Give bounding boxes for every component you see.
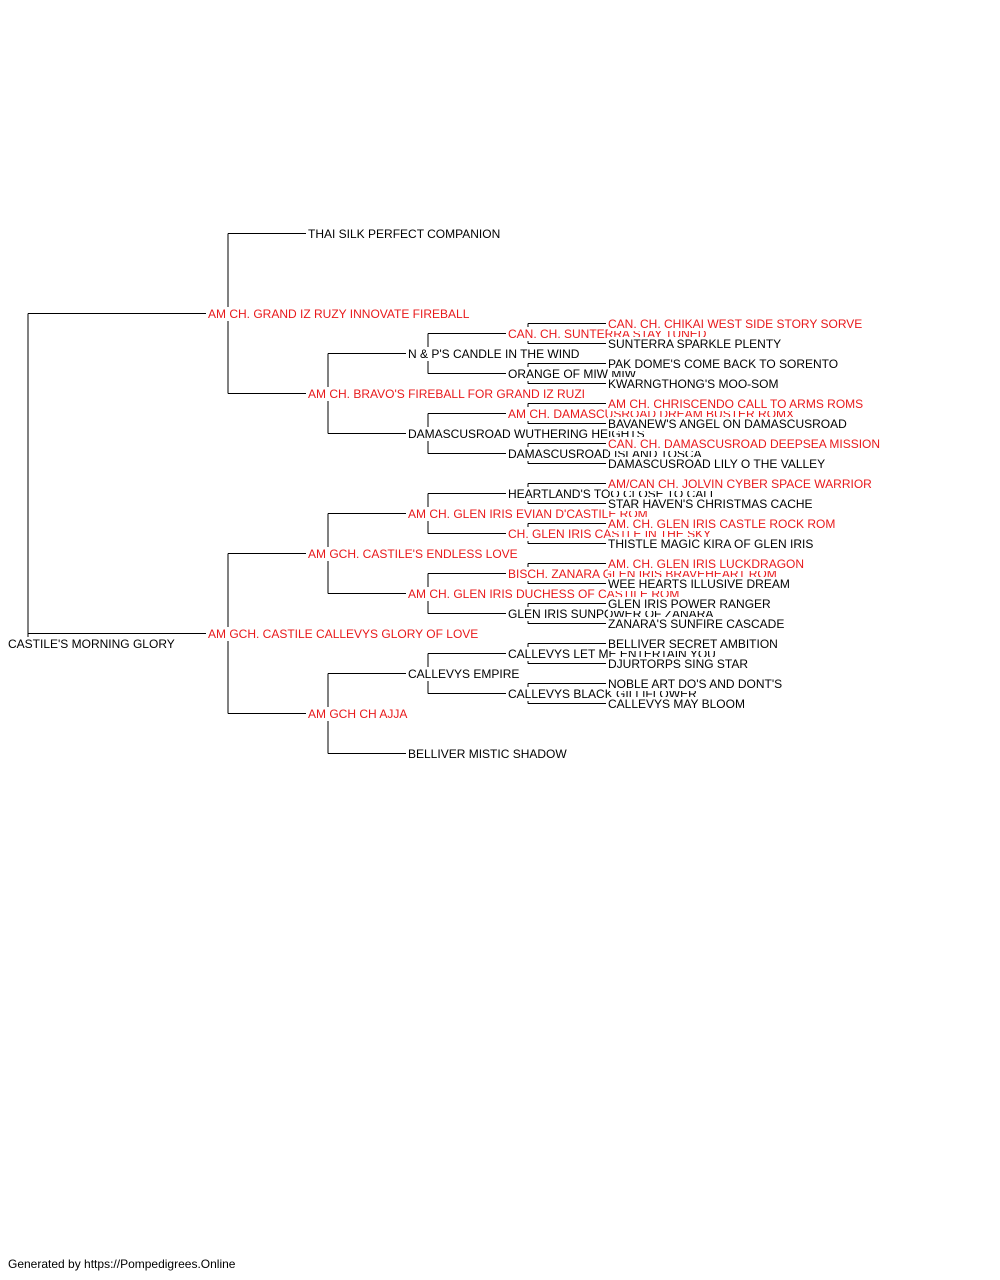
ancestor-name: AM GCH CH AJJA <box>308 706 410 721</box>
ancestor-name: AM GCH. CASTILE CALLEVYS GLORY OF LOVE <box>208 626 481 641</box>
ancestor-name: AM/CAN CH. JOLVIN CYBER SPACE WARRIOR <box>608 476 874 491</box>
ancestor-name: CALLEVYS EMPIRE <box>408 666 522 681</box>
ancestor-name: AM CH. GRAND IZ RUZY INNOVATE FIREBALL <box>208 306 472 321</box>
ancestor-name: BELLIVER MISTIC SHADOW <box>408 746 569 761</box>
footer-credit: Generated by https://Pompedigrees.Online <box>8 1257 236 1271</box>
ancestor-name: DJURTORPS SING STAR <box>608 656 751 671</box>
ancestor-name: THISTLE MAGIC KIRA OF GLEN IRIS <box>608 536 816 551</box>
ancestor-name: AM CH. BRAVO'S FIREBALL FOR GRAND IZ RUZ… <box>308 386 587 401</box>
ancestor-name: AM. CH. GLEN IRIS LUCKDRAGON <box>608 556 807 571</box>
ancestor-name: SUNTERRA SPARKLE PLENTY <box>608 336 784 351</box>
ancestor-name: NOBLE ART DO'S AND DONT'S <box>608 676 785 691</box>
ancestor-name: AM CH. GLEN IRIS EVIAN D'CASTILE ROM <box>408 506 650 521</box>
ancestor-name: WEE HEARTS ILLUSIVE DREAM <box>608 576 792 591</box>
ancestor-name: DAMASCUSROAD LILY O THE VALLEY <box>608 456 828 471</box>
ancestor-name: AM. CH. GLEN IRIS CASTLE ROCK ROM <box>608 516 838 531</box>
ancestor-name: STAR HAVEN'S CHRISTMAS CACHE <box>608 496 815 511</box>
ancestor-name: ZANARA'S SUNFIRE CASCADE <box>608 616 787 631</box>
ancestor-name: BELLIVER SECRET AMBITION <box>608 636 780 651</box>
ancestor-name: THAI SILK PERFECT COMPANION <box>308 226 503 241</box>
ancestor-name: AM CH. CHRISCENDO CALL TO ARMS ROMS <box>608 396 866 411</box>
ancestor-name: AM GCH. CASTILE'S ENDLESS LOVE <box>308 546 520 561</box>
ancestor-name: ORANGE OF MIW MIW <box>508 366 638 381</box>
ancestor-name: CAN. CH. CHIKAI WEST SIDE STORY SORVE <box>608 316 865 331</box>
ancestor-name: KWARNGTHONG'S MOO-SOM <box>608 376 781 391</box>
ancestor-name: DAMASCUSROAD WUTHERING HEIGHTS <box>408 426 647 441</box>
ancestor-name: GLEN IRIS POWER RANGER <box>608 596 773 611</box>
ancestor-name: N & P'S CANDLE IN THE WIND <box>408 346 582 361</box>
subject-name: CASTILE'S MORNING GLORY <box>8 636 177 651</box>
ancestor-name: BAVANEW'S ANGEL ON DAMASCUSROAD <box>608 416 849 431</box>
ancestor-name: CAN. CH. DAMASCUSROAD DEEPSEA MISSION <box>608 436 883 451</box>
ancestor-name: PAK DOME'S COME BACK TO SORENTO <box>608 356 841 371</box>
ancestor-name: CALLEVYS MAY BLOOM <box>608 696 747 711</box>
